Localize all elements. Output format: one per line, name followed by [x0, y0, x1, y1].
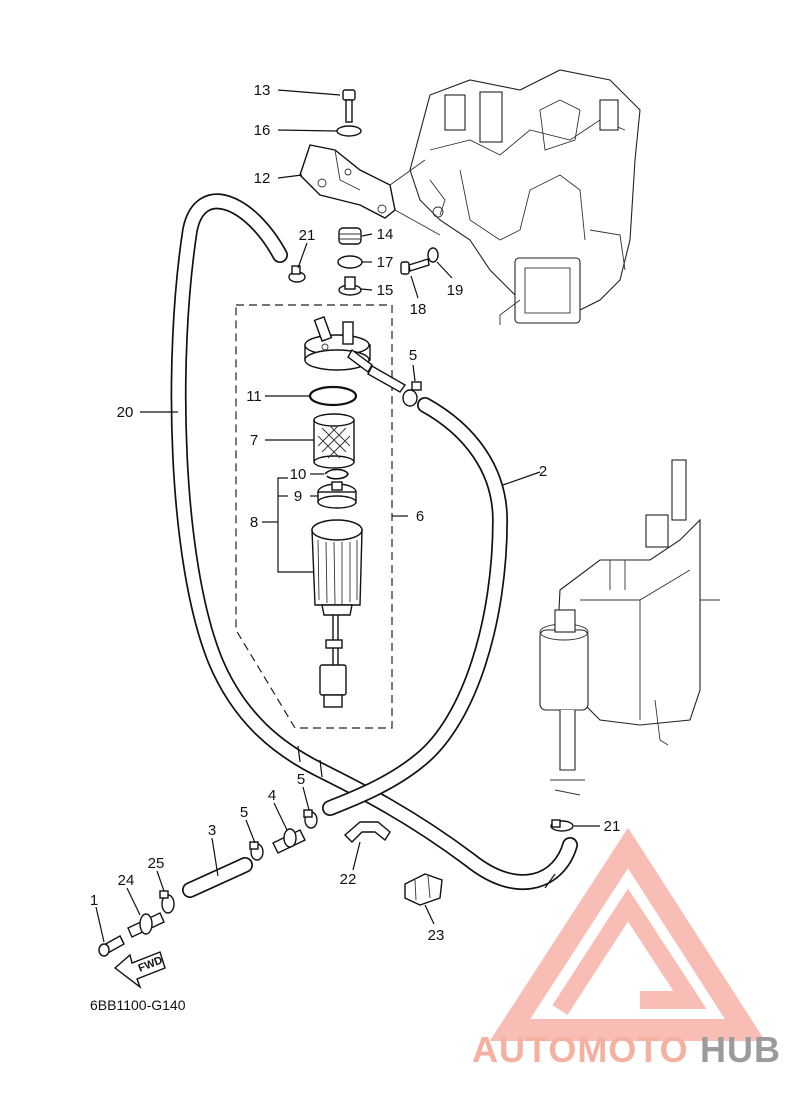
clamp-21-right [550, 819, 574, 832]
clip-10 [324, 468, 349, 480]
clamp-25 [159, 890, 175, 914]
engine-block-top [409, 69, 641, 325]
grommet-14 [338, 227, 362, 245]
callout-15: 15 [377, 282, 394, 299]
callout-12: 12 [254, 170, 271, 187]
callout-20: 20 [117, 404, 134, 421]
callout-7: 7 [250, 432, 258, 449]
callout-22: 22 [340, 871, 357, 888]
washer-16 [336, 125, 362, 137]
callout-13: 13 [254, 82, 271, 99]
clamp-5-upper [402, 381, 422, 407]
callout-4: 4 [268, 787, 276, 804]
diagram-code: 6BB1100-G140 [90, 997, 186, 1013]
fuel-hose-2 [322, 397, 509, 816]
bracket-12 [299, 144, 441, 236]
callout-5-upper: 5 [409, 347, 417, 364]
float-9 [317, 481, 357, 509]
plug-1 [98, 935, 125, 957]
filter-cap [304, 316, 373, 374]
filter-assembly-outline [235, 304, 393, 729]
leader-lines [95, 89, 600, 943]
callout-labels: 13 16 12 21 14 17 15 18 19 5 11 7 10 9 8… [90, 82, 621, 944]
filter-element-7 [313, 413, 355, 469]
joint-4 [272, 828, 306, 854]
vapor-separator-assembly [539, 459, 720, 796]
callout-17: 17 [377, 254, 394, 271]
callout-19: 19 [447, 282, 464, 299]
callout-8: 8 [250, 514, 258, 531]
filter-cup-8 [311, 519, 363, 708]
callout-25: 25 [148, 855, 165, 872]
o-ring-11 [308, 385, 358, 407]
joint-24 [127, 912, 165, 938]
callout-23: 23 [428, 927, 445, 944]
bolt-18 [400, 258, 430, 275]
collar-15 [338, 276, 362, 296]
callout-5-small: 5 [240, 804, 248, 821]
callout-21-top: 21 [299, 227, 316, 244]
callout-3: 3 [208, 822, 216, 839]
callout-1: 1 [90, 892, 98, 909]
callout-16: 16 [254, 122, 271, 139]
callout-18: 18 [410, 301, 427, 318]
callout-2: 2 [539, 463, 547, 480]
callout-11: 11 [246, 388, 262, 405]
washer-19 [427, 247, 439, 263]
watermark-logo: AUTOMOTO HUB [472, 827, 781, 1070]
callout-14: 14 [377, 226, 394, 243]
holder-22 [343, 821, 391, 843]
watermark-text-b: HUB [700, 1029, 781, 1070]
callout-9: 9 [294, 488, 302, 505]
clamp-5-lower [303, 809, 318, 829]
holder-23 [404, 873, 443, 906]
callout-6: 6 [416, 508, 424, 525]
callout-5-lower: 5 [297, 771, 305, 788]
clamp-5-small [249, 841, 264, 861]
washer-17 [337, 255, 363, 269]
forward-arrow: FWD [113, 951, 166, 990]
callout-24: 24 [118, 872, 135, 889]
callout-10: 10 [290, 466, 307, 483]
clamp-21-top [288, 265, 306, 283]
callout-21-right: 21 [604, 818, 621, 835]
bolt-13 [342, 89, 356, 123]
watermark-text-a: AUTOMOTO [472, 1029, 689, 1070]
